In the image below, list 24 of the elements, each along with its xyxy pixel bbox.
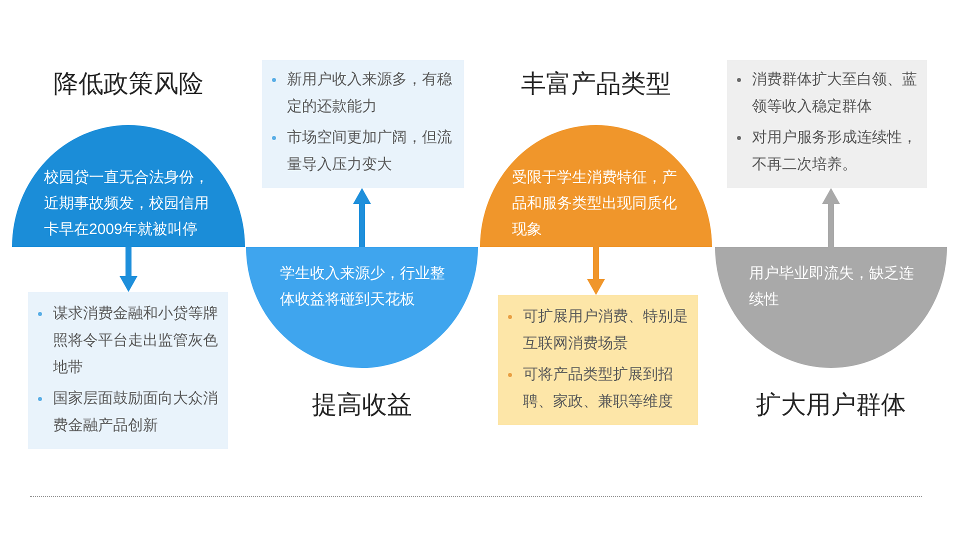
- section-heading: 降低政策风险: [54, 69, 204, 100]
- section-heading: 扩大用户群体: [756, 390, 906, 421]
- panel-text: 学生收入来源少，行业整体收益将碰到天花板: [280, 264, 446, 310]
- bullet-text: 谋求消费金融和小贷等牌照将令平台走出监管灰色地带: [53, 304, 219, 378]
- section-heading: 提高收益: [312, 390, 412, 421]
- info-panel: [727, 60, 927, 188]
- arrow: [587, 247, 605, 295]
- bullet-text: 国家层面鼓励面向大众消费金融产品创新: [53, 389, 219, 436]
- section-heading: 丰富产品类型: [521, 69, 671, 100]
- bullet-text: 市场空间更加广阔，但流量导入压力变大: [287, 128, 453, 175]
- bullet-text: 消费群体扩大至白领、蓝领等收入稳定群体: [752, 70, 918, 117]
- info-panel: [262, 60, 464, 188]
- panel-text: 校园贷一直无合法身份，近期事故频发，校园信用卡早在2009年就被叫停: [44, 168, 210, 240]
- panel-text: 用户毕业即流失，缺乏连续性: [749, 264, 915, 310]
- arrow: [120, 247, 138, 292]
- bullet-text: 可将产品类型扩展到招聘、家政、兼职等维度: [523, 365, 674, 412]
- bullet-text: 对用户服务形成连续性，不再二次培养。: [752, 128, 918, 175]
- info-panel: [28, 292, 228, 449]
- bullet-text: 可扩展用户消费、特别是互联网消费场景: [523, 307, 689, 354]
- arrow: [822, 188, 840, 247]
- bullet-text: 新用户收入来源多，有稳定的还款能力: [287, 70, 453, 117]
- arrow: [353, 188, 371, 247]
- info-panel: [498, 295, 698, 425]
- panel-text: 受限于学生消费特征，产品和服务类型出现同质化现象: [512, 168, 678, 240]
